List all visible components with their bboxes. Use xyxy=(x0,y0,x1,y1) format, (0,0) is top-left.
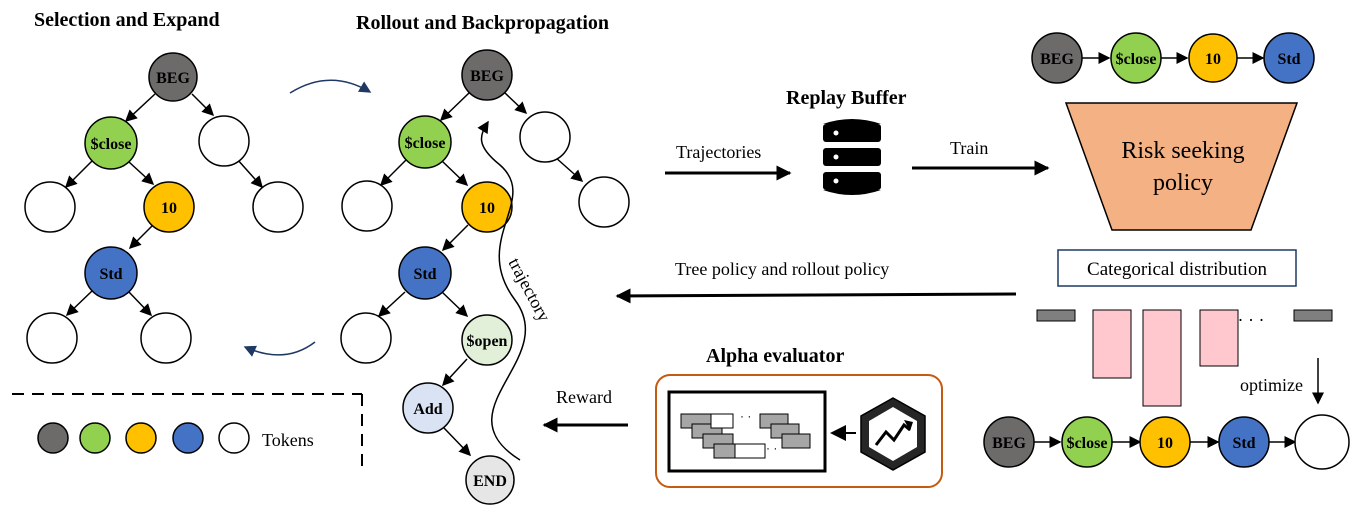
node-close-label: $close xyxy=(405,135,446,152)
trajectory-label: trajectory xyxy=(504,254,554,324)
tokens-legend-label: Tokens xyxy=(262,430,314,450)
train-label: Train xyxy=(950,138,988,158)
selection-tree: BEG $close 10 Std xyxy=(24,52,304,364)
node-ten-label: 10 xyxy=(479,200,495,217)
seq-beg-label: BEG xyxy=(992,435,1026,452)
chart-trend-icon xyxy=(860,397,926,471)
node-empty xyxy=(578,176,630,228)
cycle-arrow-left xyxy=(243,341,316,357)
node-add-label: Add xyxy=(413,401,442,418)
reward-label: Reward xyxy=(556,387,612,407)
seq-node-ten xyxy=(1139,416,1191,468)
risk-policy-label-line1: Risk seeking xyxy=(1121,138,1244,164)
node-beg xyxy=(148,52,198,102)
node-beg-label: BEG xyxy=(470,68,504,85)
selection-expand-title: Selection and Expand xyxy=(34,9,220,31)
risk-policy-label-line2: policy xyxy=(1153,170,1213,196)
node-beg xyxy=(461,49,513,101)
node-open-label: $open xyxy=(467,333,508,350)
trajectories-label: Trajectories xyxy=(676,142,761,162)
tree-policy-arrow xyxy=(615,288,1017,304)
node-empty xyxy=(26,312,78,364)
node-add xyxy=(402,382,454,434)
node-empty xyxy=(140,312,192,364)
node-close xyxy=(84,116,138,170)
node-close-label: $close xyxy=(91,136,132,153)
seq-node-close xyxy=(1061,416,1113,468)
seq-node-ten xyxy=(1188,33,1238,83)
distribution-bars xyxy=(1036,309,1333,407)
distribution-bar xyxy=(1092,309,1132,379)
legend-token-green xyxy=(79,422,111,454)
node-empty xyxy=(24,181,76,233)
risk-seeking-policy-box xyxy=(1064,102,1299,231)
seq-node-close xyxy=(1110,32,1162,84)
bars-ellipsis: · · · xyxy=(1238,310,1265,330)
seq-ten-label: 10 xyxy=(1157,435,1173,452)
node-std xyxy=(398,246,452,300)
seq-node-beg xyxy=(1031,32,1083,84)
bottom-token-sequence: BEG $close 10 Std xyxy=(983,414,1350,470)
seq-node-beg xyxy=(983,416,1035,468)
node-std xyxy=(84,246,138,300)
seq-beg-label: BEG xyxy=(1040,51,1074,68)
seq-ten-label: 10 xyxy=(1205,51,1221,68)
node-std-label: Std xyxy=(413,266,436,283)
alpha-evaluator-title: Alpha evaluator xyxy=(706,345,844,367)
legend-token-yellow xyxy=(125,422,157,454)
seq-std-label: Std xyxy=(1277,51,1300,68)
node-open xyxy=(461,314,513,366)
node-empty xyxy=(198,115,250,167)
distribution-bar xyxy=(1199,309,1239,367)
svg-text:· ·: · · xyxy=(740,409,751,423)
node-empty xyxy=(340,312,392,364)
optimize-label: optimize xyxy=(1240,375,1303,395)
seq-std-label: Std xyxy=(1232,435,1255,452)
seq-close-label: $close xyxy=(1116,51,1157,68)
trajectory-arrow xyxy=(477,120,527,461)
node-close xyxy=(398,115,452,169)
database-icon xyxy=(823,119,881,195)
cycle-arrow-right xyxy=(289,79,372,94)
node-empty xyxy=(519,111,571,163)
legend-token-white xyxy=(218,422,250,454)
node-std-label: Std xyxy=(99,266,122,283)
top-token-sequence: BEG $close 10 Std xyxy=(1031,32,1315,84)
node-ten-label: 10 xyxy=(161,200,177,217)
tree-policy-label: Tree policy and rollout policy xyxy=(675,259,889,279)
seq-close-label: $close xyxy=(1067,435,1108,452)
distribution-bar xyxy=(1036,309,1076,322)
token-legend xyxy=(37,422,250,454)
legend-token-blue xyxy=(172,422,204,454)
node-ten xyxy=(461,181,513,233)
seq-node-empty xyxy=(1294,414,1350,470)
distribution-bar xyxy=(1293,309,1333,322)
rollout-tree: BEG $close 10 Std $open Add END xyxy=(340,49,630,505)
node-beg-label: BEG xyxy=(156,70,190,87)
node-end xyxy=(465,455,515,505)
distribution-bar xyxy=(1142,309,1182,407)
categorical-distribution-box xyxy=(1057,249,1297,287)
node-end-label: END xyxy=(473,473,507,490)
legend-token-gray xyxy=(37,422,69,454)
formula-blocks-icon: · · · · xyxy=(680,409,811,459)
node-empty xyxy=(341,180,393,232)
seq-node-std xyxy=(1263,32,1315,84)
rollout-backprop-title: Rollout and Backpropagation xyxy=(356,12,609,34)
node-empty xyxy=(252,181,304,233)
node-ten xyxy=(143,181,195,233)
seq-node-std xyxy=(1218,416,1270,468)
svg-text:· ·: · · xyxy=(766,441,777,455)
replay-buffer-title: Replay Buffer xyxy=(786,87,907,109)
categorical-distribution-label: Categorical distribution xyxy=(1087,259,1267,280)
